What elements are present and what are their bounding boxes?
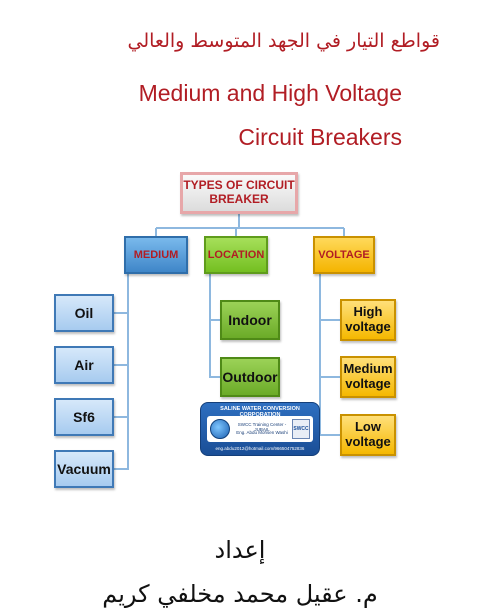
badge-body: SWCC Training Center - JUBAIL Eng. Abdu …	[207, 416, 313, 442]
badge-email: eng.abdu2012@hotmail.com/966504752836	[215, 446, 305, 451]
swcc-logo-icon: SWCC	[292, 419, 310, 439]
voltage-medium-line-1: Medium	[343, 361, 393, 377]
location-item-outdoor: Outdoor	[220, 357, 280, 397]
root-line-1: TYPES OF CIRCUIT	[183, 178, 295, 193]
english-title-line-2: Circuit Breakers	[238, 124, 402, 150]
prepared-by-label: إعداد	[214, 536, 266, 564]
voltage-item-medium: Medium voltage	[340, 356, 396, 398]
arabic-title: قواطع التيار في الجهد المتوسط والعالي	[127, 30, 440, 52]
badge-line-2: Eng. Abdu Mohsen Washi	[236, 430, 288, 435]
author-name: م. عقيل محمد مخلفي كريم	[102, 580, 378, 608]
globe-logo-icon	[210, 419, 230, 439]
category-location: LOCATION	[204, 236, 268, 274]
voltage-high-line-2: voltage	[345, 319, 391, 334]
badge-org-name: SALINE WATER CONVERSION CORPORATION	[220, 406, 300, 418]
category-voltage: VOLTAGE	[313, 236, 375, 274]
root-line-2: BREAKER	[209, 192, 269, 206]
voltage-medium-line-2: voltage	[345, 376, 391, 391]
medium-item-sf6: Sf6	[54, 398, 114, 436]
medium-item-oil: Oil	[54, 294, 114, 332]
voltage-low-line-2: voltage	[345, 434, 391, 449]
voltage-item-low: Low voltage	[340, 414, 396, 456]
english-title-line-1: Medium and High Voltage	[138, 80, 402, 106]
medium-item-air: Air	[54, 346, 114, 384]
location-item-indoor: Indoor	[220, 300, 280, 340]
category-medium: MEDIUM	[124, 236, 188, 274]
voltage-item-high: High voltage	[340, 299, 396, 341]
root-node: TYPES OF CIRCUIT BREAKER	[180, 172, 298, 214]
voltage-high-line-1: High	[353, 304, 383, 320]
medium-item-vacuum: Vacuum	[54, 450, 114, 488]
organization-badge: SALINE WATER CONVERSION CORPORATION SWCC…	[200, 402, 320, 456]
badge-line-1: SWCC Training Center - JUBAIL	[237, 422, 287, 432]
voltage-low-line-1: Low	[354, 419, 381, 435]
